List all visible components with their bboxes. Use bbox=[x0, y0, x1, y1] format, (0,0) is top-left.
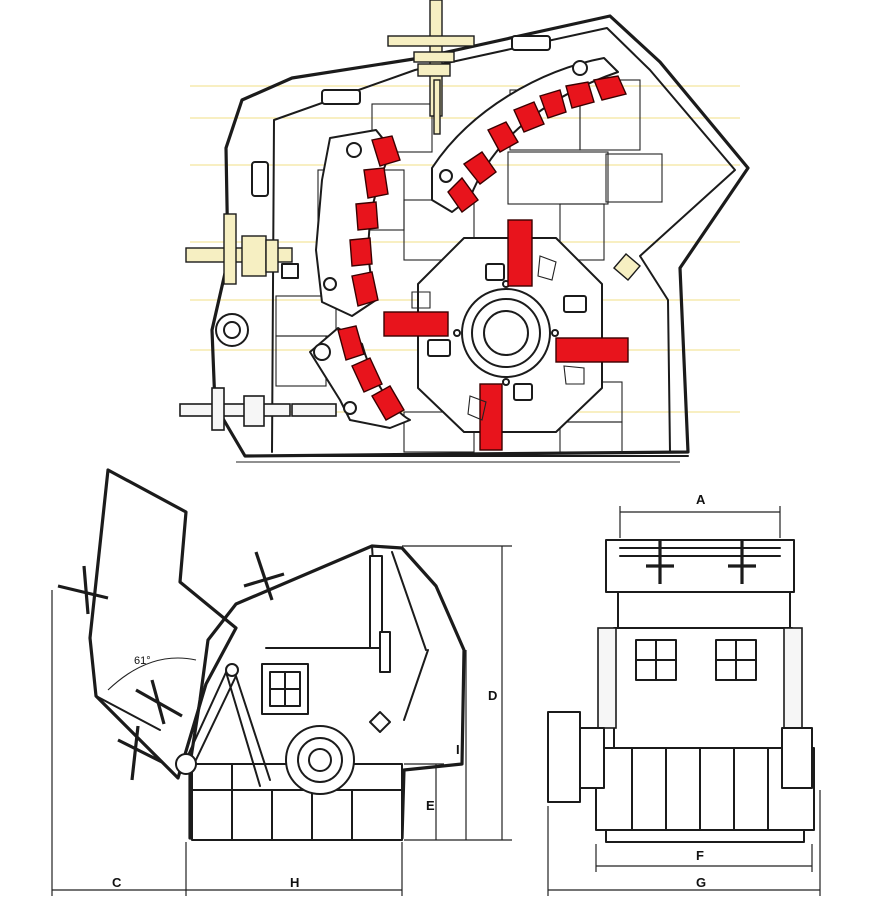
side-elevation-view: 61° bbox=[51, 468, 512, 896]
opened-top-cover bbox=[88, 468, 238, 780]
left-adjusting-rod bbox=[185, 213, 293, 285]
dim-label-i: I bbox=[456, 742, 460, 757]
rotor-blow-bars bbox=[383, 219, 629, 451]
opening-angle-label: 61° bbox=[134, 655, 151, 667]
dim-label-c: C bbox=[112, 875, 122, 890]
upper-apron-liners bbox=[447, 75, 627, 213]
top-adjust-handles bbox=[646, 540, 756, 584]
top-adjusting-rod bbox=[387, 0, 475, 135]
lower-apron-liners bbox=[337, 325, 405, 421]
left-apron-liners bbox=[349, 135, 401, 307]
impact-crusher-section-view bbox=[179, 0, 750, 463]
dim-label-f: F bbox=[696, 848, 704, 863]
base-frame bbox=[191, 763, 403, 841]
dim-label-g: G bbox=[696, 875, 706, 890]
main-frame-outline bbox=[188, 544, 466, 840]
front-view-dimensions bbox=[547, 506, 821, 896]
dim-label-h: H bbox=[290, 875, 299, 890]
rotor-bolts bbox=[453, 280, 559, 386]
dimension-labels: A C D E F G H I bbox=[112, 492, 706, 890]
housing-outline bbox=[210, 14, 750, 458]
dim-label-e: E bbox=[426, 798, 435, 813]
drive-pulley bbox=[547, 711, 581, 803]
side-view-adjust-bolts bbox=[57, 551, 285, 781]
inspection-window bbox=[261, 663, 309, 715]
opening-angle-arc bbox=[107, 657, 197, 691]
housing-inner-wall bbox=[271, 27, 736, 453]
dim-label-a: A bbox=[696, 492, 706, 507]
lower-adjusting-rod bbox=[179, 387, 337, 431]
rotor-bearing bbox=[285, 725, 355, 795]
front-elevation-view bbox=[547, 506, 821, 896]
side-view-dimensions bbox=[51, 545, 512, 896]
dim-label-d: D bbox=[488, 688, 497, 703]
rotor-shaft-ring bbox=[461, 288, 551, 378]
